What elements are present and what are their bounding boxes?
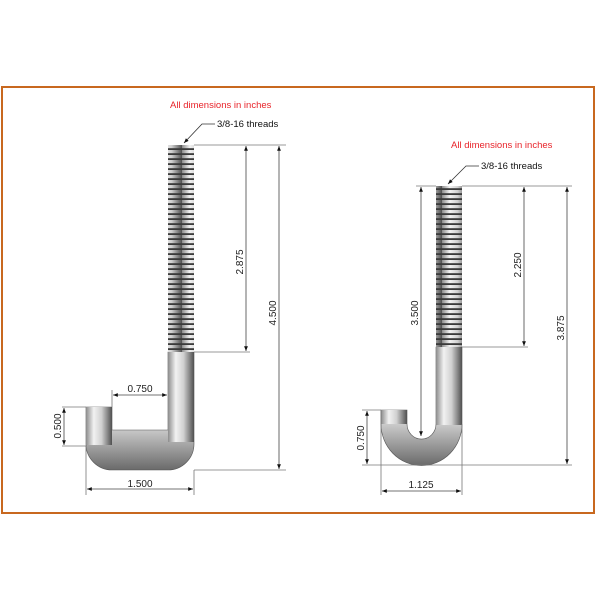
left-j-bolt: All dimensions in inches 3/8-16 threads	[53, 100, 286, 495]
dim-hook-width: 1.500	[127, 479, 152, 490]
thread-section	[436, 186, 462, 347]
dim-overall-length: 4.500	[268, 300, 279, 325]
thread-spec-label: 3/8-16 threads	[217, 119, 279, 130]
thread-section	[168, 145, 194, 352]
dim-hook-height: 0.500	[53, 413, 64, 438]
note-all-dimensions: All dimensions in inches	[451, 140, 553, 151]
dim-length-to-bend: 3.500	[410, 300, 421, 325]
dim-hook-width: 1.125	[408, 480, 433, 491]
dim-thread-length: 2.875	[235, 249, 246, 274]
dim-hook-gap: 0.750	[127, 384, 152, 395]
right-j-bolt: All dimensions in inches 3/8-16 threads …	[356, 140, 572, 495]
dim-thread-length: 2.250	[513, 252, 524, 277]
dim-overall-length: 3.875	[556, 315, 567, 340]
note-all-dimensions: All dimensions in inches	[170, 100, 272, 111]
dim-hook-height: 0.750	[356, 425, 367, 450]
thread-spec-label: 3/8-16 threads	[481, 161, 543, 172]
